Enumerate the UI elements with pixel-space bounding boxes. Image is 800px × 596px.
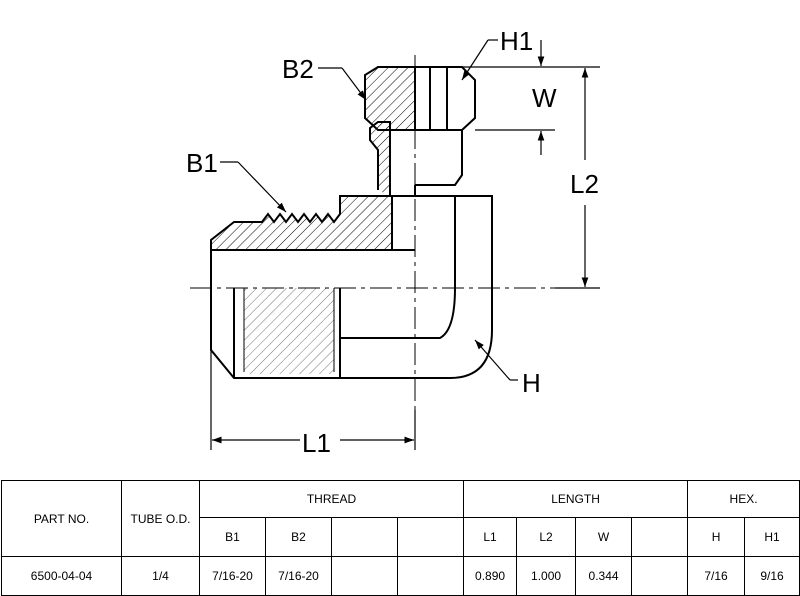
header-tube-od: TUBE O.D. [121,480,200,557]
subheader-empty [396,517,465,557]
subheader-empty [331,517,398,557]
label-b2: B2 [282,54,314,84]
cell-b2: 7/16-20 [265,556,332,596]
label-l1: L1 [302,428,331,458]
spec-table: PART NO. TUBE O.D. THREAD LENGTH HEX. B1… [1,480,800,596]
cell-empty [331,556,398,596]
cell-part-no: 6500-04-04 [1,556,122,596]
label-l2: L2 [570,169,599,199]
subheader-l1: L1 [463,517,518,557]
subheader-b2: B2 [265,517,332,557]
dimension-lines [210,39,600,450]
cell-l2: 1.000 [516,556,577,596]
cell-empty [631,556,689,596]
header-part-no: PART NO. [1,480,122,557]
male-flare-end [210,288,341,379]
elbow-body [339,195,493,379]
male-end-section [210,195,393,288]
subheader-h1: H1 [744,517,800,557]
table-row: 6500-04-04 1/4 7/16-20 7/16-20 0.890 1.0… [1,556,800,596]
header-thread: THREAD [198,480,465,518]
label-b1: B1 [186,148,218,178]
cell-tube-od: 1/4 [121,556,200,596]
center-lines [190,55,555,410]
cell-w: 0.344 [575,556,633,596]
fitting-drawing: B2 B1 H1 W L2 H L1 [186,26,600,458]
cell-b1: 7/16-20 [199,556,266,596]
subheader-b1: B1 [199,517,266,557]
label-w: W [532,83,557,113]
cell-empty [396,556,465,596]
subheader-l2: L2 [516,517,577,557]
swivel-nut [364,66,476,197]
subheader-empty [631,517,689,557]
header-length: LENGTH [463,480,689,518]
subheader-h: H [687,517,746,557]
label-h1: H1 [500,26,533,56]
cell-h: 7/16 [687,556,746,596]
cell-l1: 0.890 [463,556,518,596]
header-hex: HEX. [687,480,800,518]
cell-h1: 9/16 [744,556,800,596]
label-h: H [522,368,541,398]
subheader-w: W [575,517,633,557]
